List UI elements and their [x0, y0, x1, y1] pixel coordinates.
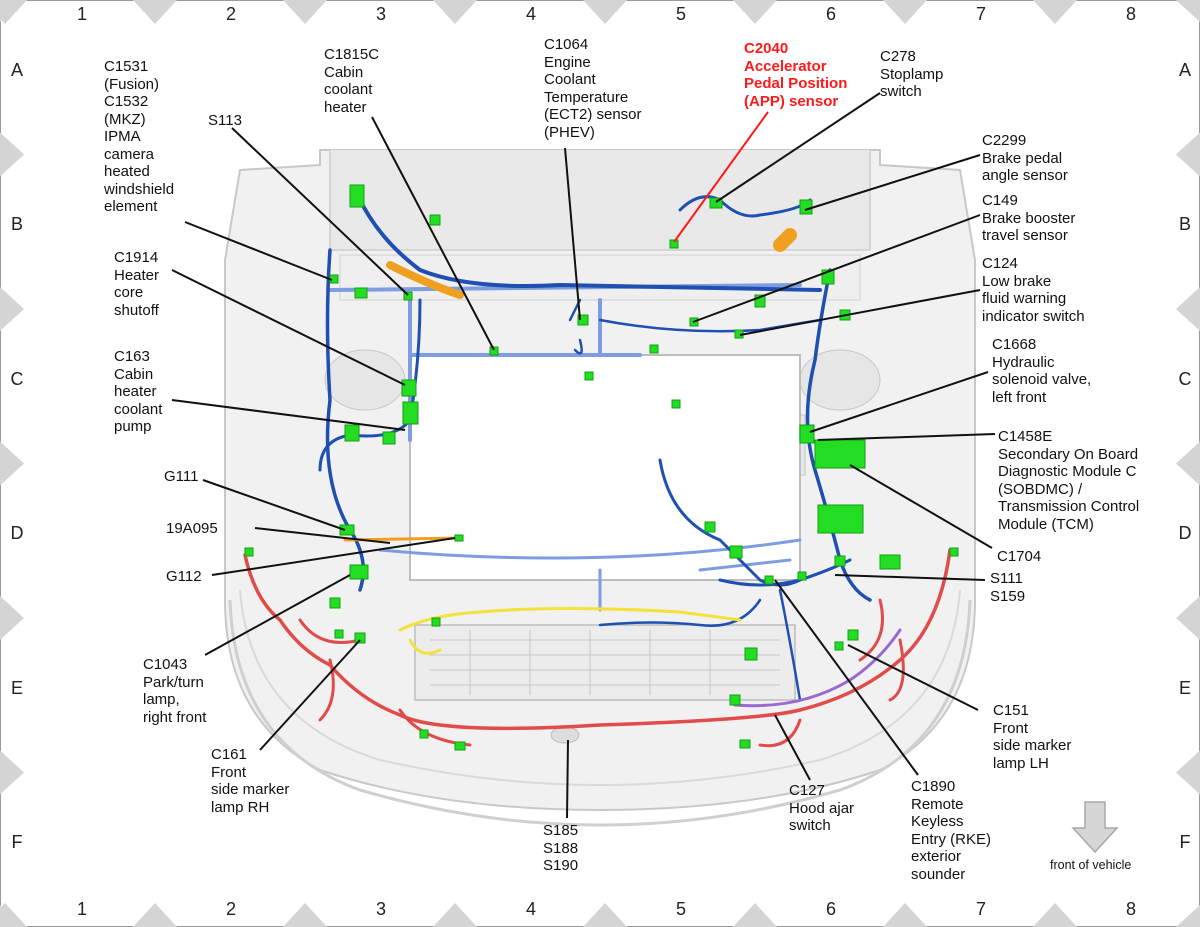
grid-marker-bottom: [883, 903, 927, 927]
grid-col-label: 4: [525, 4, 536, 24]
grid-col-label: 5: [675, 4, 686, 24]
grid-marker-bottom: [1033, 903, 1077, 927]
grid-marker-right: [1176, 441, 1200, 486]
grid-col-label: 5: [675, 899, 686, 919]
grid-col-label: 8: [1125, 899, 1136, 919]
grid-row-label: D: [10, 523, 24, 543]
grid-row-label: E: [10, 678, 23, 698]
grid-row-label: B: [10, 214, 23, 234]
grid-row-label: D: [1178, 523, 1192, 543]
grid-marker-right: [1176, 596, 1200, 640]
grid-marker-right: [1176, 0, 1200, 22]
grid-marker-top: [133, 0, 177, 24]
grid-row-label: A: [1178, 60, 1191, 80]
grid-col-label: 4: [525, 899, 536, 919]
grid-marker-bottom: [733, 903, 777, 927]
grid-row-label: E: [1178, 678, 1191, 698]
callout-s113: S113: [208, 112, 242, 129]
grid-row-label: B: [1178, 214, 1191, 234]
grid-row-label: C: [10, 369, 24, 389]
callout-19a095: 19A095: [166, 520, 218, 537]
leader-lines: [171, 92, 996, 819]
callout-g111: G111: [164, 468, 199, 485]
front-arrow-icon: [1071, 801, 1119, 854]
callout-g112: G112: [166, 568, 202, 585]
grid-col-label: 6: [825, 4, 836, 24]
grid-marker-top: [583, 0, 627, 24]
grid-col-label: 8: [1125, 4, 1136, 24]
grid-marker-top: [1033, 0, 1077, 24]
grid-marker-bottom: [583, 903, 627, 927]
grid-marker-left: [0, 132, 24, 177]
grid-marker-top: [433, 0, 477, 24]
connectors: [244, 184, 959, 751]
grid-marker-right: [1176, 132, 1200, 177]
grid-marker-top: [283, 0, 327, 24]
grid-row-label: F: [1179, 832, 1191, 852]
app-sensor-leader-line: [673, 111, 769, 243]
grid-marker-right: [1176, 287, 1200, 331]
grid-col-label: 3: [375, 4, 386, 24]
callout-c1704: C1704: [997, 548, 1042, 565]
grid-row-label: C: [1178, 369, 1192, 389]
grid-marker-left: [0, 0, 24, 22]
grid-col-label: 7: [975, 4, 986, 24]
grid-marker-right: [1176, 750, 1200, 795]
grid-marker-left: [0, 287, 24, 331]
grid-marker-bottom: [283, 903, 327, 927]
grid-marker-bottom: [433, 903, 477, 927]
grid-row-label: F: [11, 832, 23, 852]
grid-marker-left: [0, 905, 24, 927]
grid-marker-left: [0, 441, 24, 486]
front-of-vehicle-label: front of vehicle: [1050, 858, 1132, 872]
grid-row-label: A: [10, 60, 23, 80]
grid-col-label: 1: [76, 899, 87, 919]
grid-marker-left: [0, 596, 24, 640]
grid-col-label: 3: [375, 899, 386, 919]
grid-marker-left: [0, 750, 24, 795]
grid-marker-top: [733, 0, 777, 24]
grid-marker-top: [883, 0, 927, 24]
grid-col-label: 2: [225, 4, 236, 24]
grid-col-label: 2: [225, 899, 236, 919]
grid-col-label: 1: [76, 4, 87, 24]
grid-col-label: 7: [975, 899, 986, 919]
grid-col-label: 6: [825, 899, 836, 919]
grid-marker-bottom: [133, 903, 177, 927]
grid-marker-right: [1176, 905, 1200, 927]
